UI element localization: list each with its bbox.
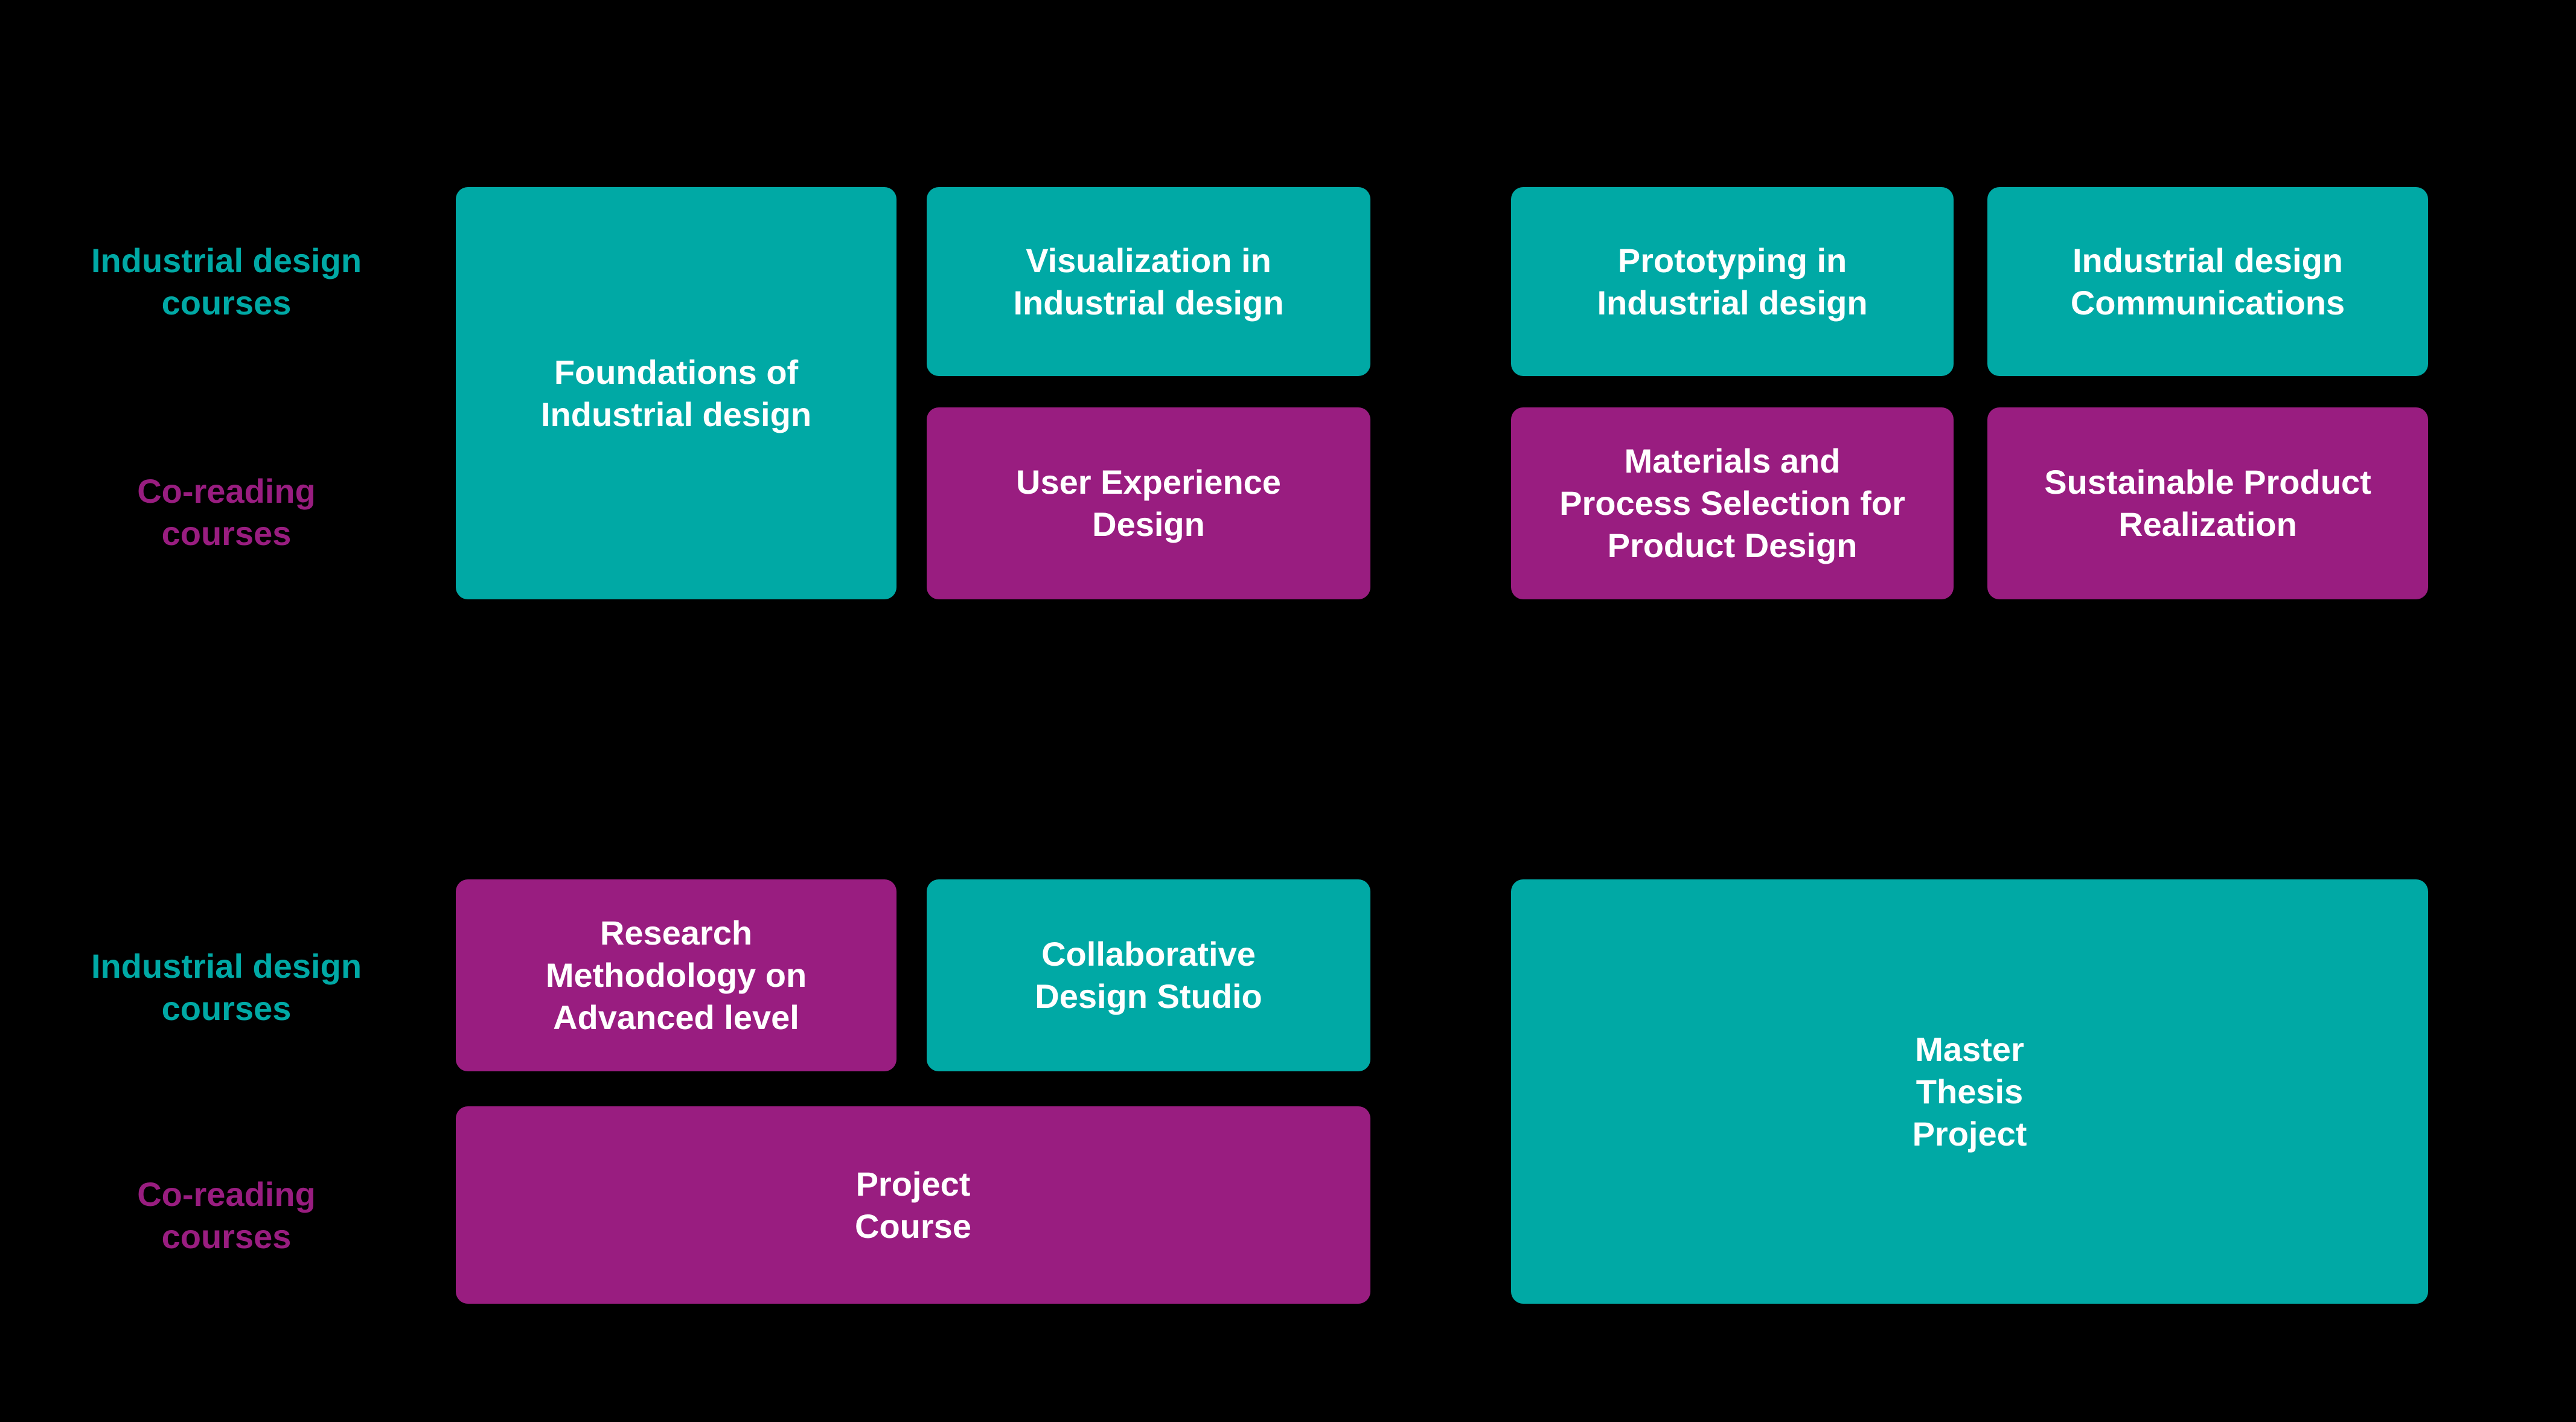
course-box-research-methodology-advanced-level: Research Methodology on Advanced level bbox=[456, 879, 896, 1071]
course-box-sustainable-product-realization: Sustainable Product Realization bbox=[1987, 407, 2428, 599]
course-box-collaborative-design-studio: Collaborative Design Studio bbox=[927, 879, 1370, 1071]
course-box-user-experience-design: User Experience Design bbox=[927, 407, 1370, 599]
row-label-industrial-design-courses-top: Industrial design courses bbox=[91, 241, 362, 322]
row-label-co-reading-courses-bottom: Co-reading courses bbox=[137, 1175, 316, 1255]
course-box-materials-and-process-selection: Materials and Process Selection for Prod… bbox=[1511, 407, 1954, 599]
course-box-project-course: Project Course bbox=[456, 1106, 1370, 1304]
row-label-industrial-design-courses-bottom: Industrial design courses bbox=[91, 947, 362, 1027]
course-box-master-thesis-project: Master Thesis Project bbox=[1511, 879, 2428, 1304]
row-label-co-reading-courses-top: Co-reading courses bbox=[137, 472, 316, 552]
course-box-foundations-of-industrial-design: Foundations of Industrial design bbox=[456, 187, 896, 599]
course-box-prototyping-in-industrial-design: Prototyping in Industrial design bbox=[1511, 187, 1954, 376]
course-box-industrial-design-communications: Industrial design Communications bbox=[1987, 187, 2428, 376]
course-box-visualization-in-industrial-design: Visualization in Industrial design bbox=[927, 187, 1370, 376]
